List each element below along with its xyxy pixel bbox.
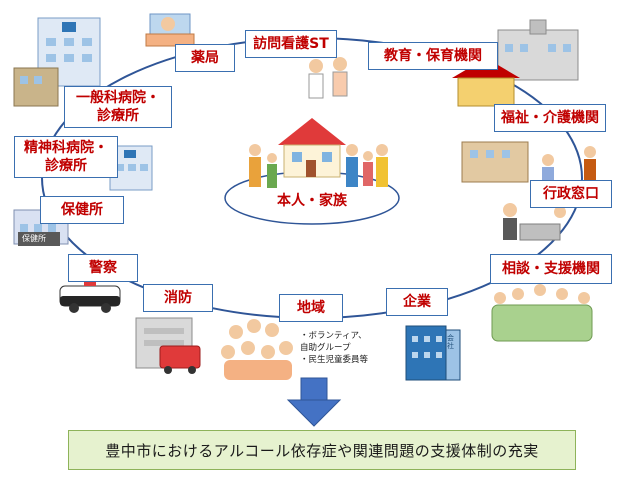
hospital-building-icon bbox=[13, 17, 101, 107]
police-car-icon bbox=[59, 280, 121, 313]
welfare-facility-icon bbox=[461, 141, 596, 189]
health-center-sign: 保健所 bbox=[22, 234, 46, 243]
family-people-icon bbox=[249, 144, 388, 188]
consultation-people-icon bbox=[491, 284, 593, 342]
org-box-fire: 消防 bbox=[143, 284, 213, 312]
government-counter-icon bbox=[503, 203, 566, 241]
pharmacist-icon bbox=[145, 13, 195, 47]
fire-station-icon bbox=[135, 317, 201, 374]
down-arrow-icon bbox=[286, 377, 342, 427]
company-building-icon bbox=[405, 325, 461, 381]
org-box-welfare: 福祉・介護機関 bbox=[494, 104, 606, 132]
support-system-banner: 豊中市におけるアルコール依存症や関連問題の支援体制の充実 bbox=[68, 430, 576, 470]
org-box-psychiatric-hospital: 精神科病院・ 診療所 bbox=[14, 136, 118, 178]
org-box-consultation: 相談・支援機関 bbox=[490, 254, 612, 284]
org-box-general-hospital: 一般科病院・ 診療所 bbox=[64, 86, 172, 128]
community-crowd-icon bbox=[221, 319, 293, 380]
org-box-health-center: 保健所 bbox=[40, 196, 124, 224]
org-box-visiting-nursing: 訪問看護ST bbox=[245, 30, 337, 58]
nurses-icon bbox=[308, 57, 348, 99]
community-note: ・ボランティア、 自助グループ ・民生児童委員等 bbox=[300, 331, 369, 365]
org-box-pharmacy: 薬局 bbox=[175, 44, 235, 72]
org-box-community: 地域 bbox=[279, 294, 343, 322]
center-family-label: 本人・家族 bbox=[277, 193, 347, 209]
family-house-icon bbox=[278, 118, 346, 178]
org-box-company: 企業 bbox=[386, 288, 448, 316]
org-box-education: 教育・保育機関 bbox=[368, 42, 498, 70]
org-box-police: 警察 bbox=[68, 254, 138, 282]
company-sign: 会社 bbox=[447, 334, 454, 350]
school-building-icon bbox=[452, 19, 579, 107]
banner-text: 豊中市におけるアルコール依存症や関連問題の支援体制の充実 bbox=[105, 441, 539, 460]
org-box-government: 行政窓口 bbox=[530, 180, 612, 208]
